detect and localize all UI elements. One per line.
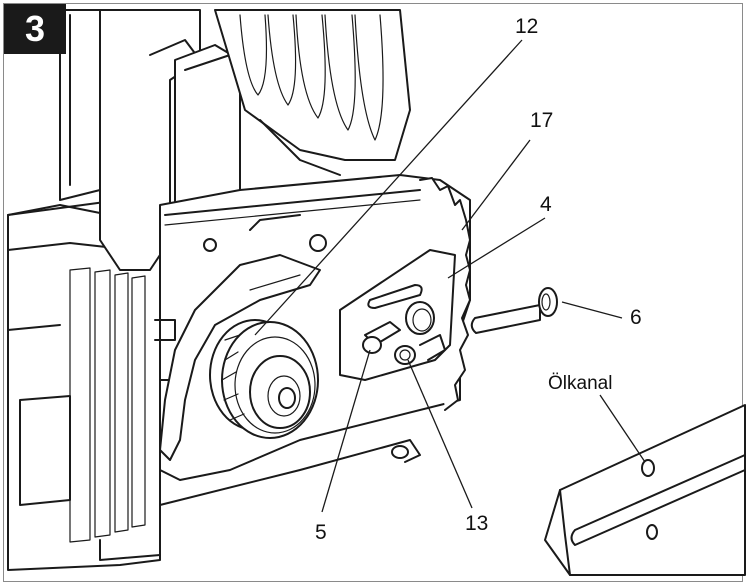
callout-6: 6: [630, 306, 642, 329]
callout-13: 13: [465, 512, 489, 535]
guide-bar: [544, 404, 746, 576]
brake-lever-arm: [159, 254, 321, 461]
oil-channel-hole: [641, 459, 655, 477]
callout-5: 5: [315, 521, 327, 544]
tensioning-pin: [470, 287, 558, 334]
leader-lines: [254, 39, 646, 513]
step-number-badge: 3: [4, 4, 66, 54]
callout-12: 12: [515, 15, 539, 38]
cooling-fins: [214, 9, 411, 176]
callout-17: 17: [530, 109, 554, 132]
sprocket-drum: [209, 319, 319, 439]
oil-channel-label: Ölkanal: [548, 373, 613, 394]
callout-4: 4: [540, 193, 552, 216]
bar-mount-plate: [339, 249, 456, 381]
figure-frame: [3, 3, 743, 582]
motor-housing: [7, 199, 161, 571]
